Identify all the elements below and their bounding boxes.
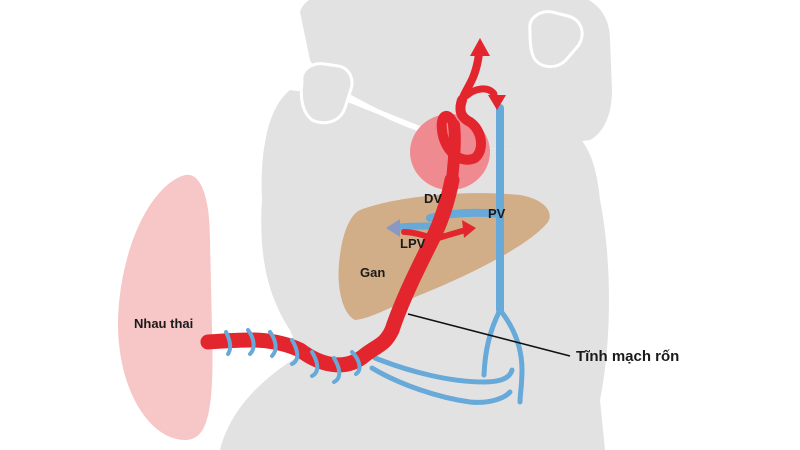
umbilical-vein-leader-line (407, 313, 571, 357)
umbilical-artery-lower (369, 365, 513, 405)
dv-label: DV (424, 191, 442, 206)
pv-label: PV (488, 206, 506, 221)
placenta-label: Nhau thai (134, 316, 193, 331)
cord-coil (246, 328, 256, 356)
hepatic-branch-arrowhead (462, 220, 476, 238)
cord-coils (224, 328, 362, 384)
cord-coil (290, 338, 300, 366)
umbilical-cord-vein (200, 322, 400, 373)
aortic-arch-arrowhead (488, 95, 506, 110)
left-portal-vein (391, 222, 434, 232)
arterial-vessels (384, 38, 506, 338)
umbilical-cord (200, 322, 400, 384)
aortic-arch (462, 85, 498, 100)
cord-coil (268, 330, 278, 358)
aorta-up-arrowhead (470, 38, 490, 56)
heart-loop (436, 95, 486, 165)
cord-coil (310, 350, 320, 378)
iliac-vessel-left (481, 307, 503, 378)
liver-label: Gan (360, 265, 385, 280)
placenta-shape (117, 174, 213, 440)
fetus-left-fist (528, 10, 584, 68)
cord-coil (332, 356, 342, 384)
cord-coil (224, 330, 233, 356)
fetus-right-fist (299, 62, 354, 125)
umbilical-vein-label: Tĩnh mạch rốn (576, 348, 679, 365)
umbilical-artery-upper (372, 355, 515, 385)
lpv-arrowhead (386, 219, 400, 237)
lpv-red-branch (401, 229, 435, 241)
cord-coil (350, 350, 362, 376)
lpv-label: LPV (400, 236, 426, 251)
iliac-vessel-right (497, 307, 525, 405)
